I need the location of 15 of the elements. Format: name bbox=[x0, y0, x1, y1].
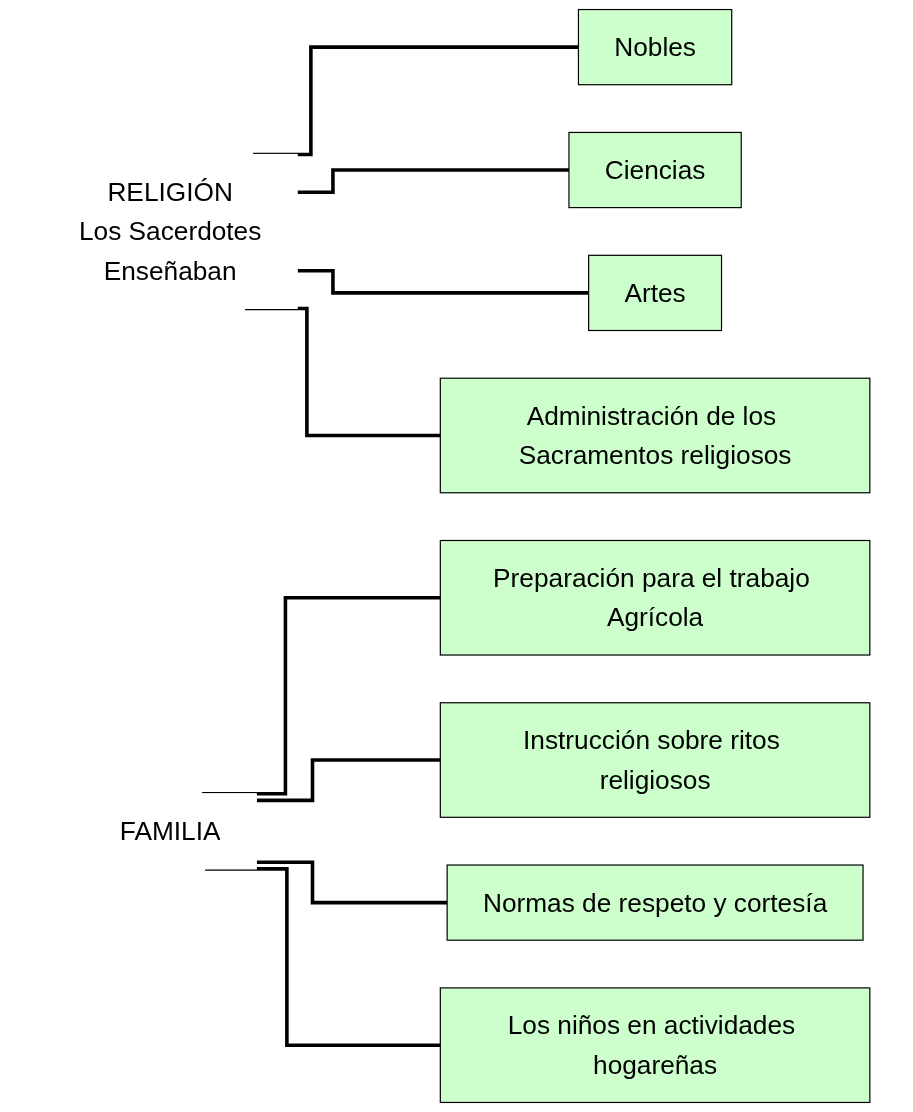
connector bbox=[256, 860, 448, 905]
node-box: Artes bbox=[588, 254, 723, 332]
connector bbox=[297, 268, 589, 295]
connector bbox=[297, 168, 569, 194]
connector bbox=[253, 45, 579, 157]
node-box: Normas de respeto y cortesía bbox=[446, 864, 864, 941]
connector bbox=[256, 758, 441, 803]
node-box: Los niños en actividades hogareñas bbox=[439, 987, 871, 1104]
node-box: Ciencias bbox=[568, 131, 742, 209]
node-box: Nobles bbox=[577, 8, 733, 86]
connector bbox=[205, 867, 441, 1047]
node-box: Administración de los Sacramentos religiosos bbox=[439, 377, 871, 494]
connector bbox=[245, 306, 441, 438]
node-box: Instrucción sobre ritos religiosos bbox=[439, 702, 871, 818]
node-box: Preparación para el trabajo Agrícola bbox=[439, 539, 871, 656]
